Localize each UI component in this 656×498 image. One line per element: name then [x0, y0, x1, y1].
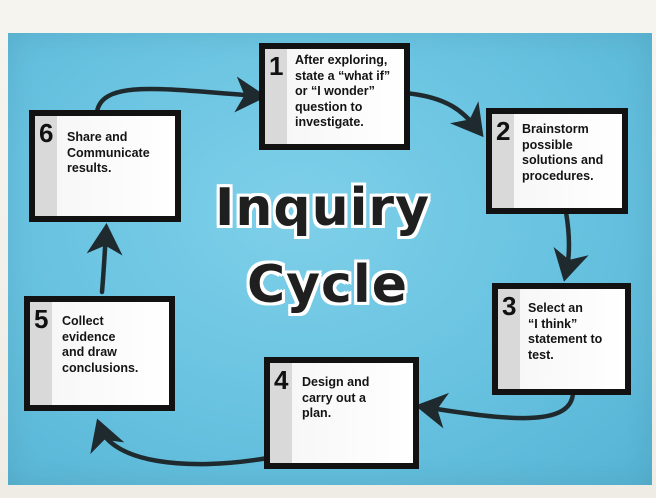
- poster-title-line-1: Inquiry: [215, 178, 430, 238]
- step-text-1: After exploring, state a “what if” or “I…: [295, 53, 391, 129]
- step-text-6: Share and Communicate results.: [67, 130, 150, 175]
- step-number-6: 6: [39, 118, 54, 148]
- step-number-4: 4: [274, 365, 289, 395]
- arrow-4-to-5: [90, 418, 271, 467]
- step-text-4: Design and carry out a plan.: [302, 375, 370, 420]
- arrow-6-to-1: [94, 76, 267, 115]
- arrow-3-to-4: [415, 390, 576, 429]
- arrow-5-to-6: [86, 223, 123, 295]
- step-number-3: 3: [502, 291, 517, 321]
- step-card-4: 4 Design and carry out a plan.: [264, 357, 419, 469]
- step-card-1: 1 After exploring, state a “what if” or …: [259, 43, 410, 150]
- step-card-3: 3 Select an “I think” statement to test.: [492, 283, 631, 395]
- step-text-2: Brainstorm possible solutions and proced…: [522, 122, 604, 183]
- poster-title-line-2: Cycle: [247, 255, 408, 315]
- step-card-2: 2 Brainstorm possible solutions and proc…: [486, 108, 628, 214]
- step-number-5: 5: [34, 304, 49, 334]
- step-text-3: Select an “I think” statement to test.: [528, 301, 603, 362]
- arrow-2-to-3: [553, 209, 589, 282]
- step-text-5: Collect evidence and draw conclusions.: [62, 314, 139, 375]
- step-card-6: 6 Share and Communicate results.: [29, 110, 181, 222]
- step-card-5: 5 Collect evidence and draw conclusions.: [24, 296, 175, 411]
- step-number-2: 2: [496, 116, 511, 146]
- step-number-1: 1: [269, 51, 284, 81]
- arrow-1-to-2: [402, 90, 484, 138]
